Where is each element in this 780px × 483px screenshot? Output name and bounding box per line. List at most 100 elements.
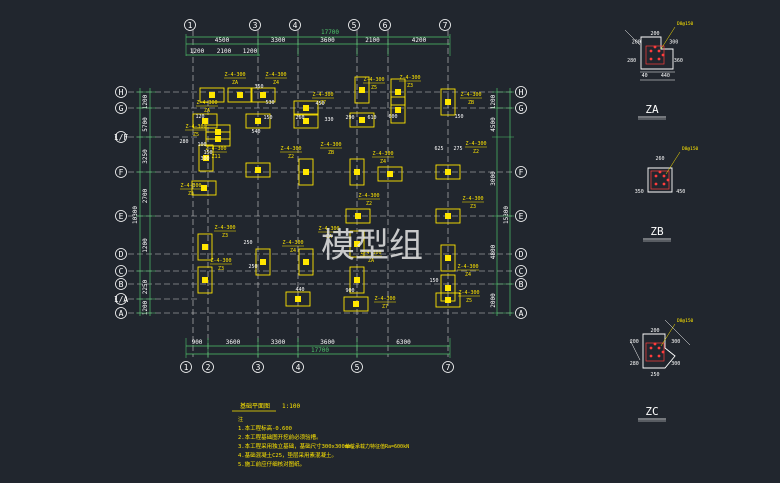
dim-top2: 1200 <box>190 48 205 55</box>
detail-leader <box>665 151 681 175</box>
callout-tag: Z2 <box>473 149 479 155</box>
callout-label: Z-4-300 <box>460 92 481 98</box>
callout-tag: Z2 <box>288 154 294 160</box>
column-marker <box>295 296 301 302</box>
axis-bubble-right: H <box>519 88 524 97</box>
dim-total-top: 17700 <box>321 29 339 36</box>
axis-bubble-left: A <box>119 309 124 318</box>
detail-dim: 300 <box>669 39 678 45</box>
column-marker <box>209 92 215 98</box>
axis-bubble-left: G <box>119 104 124 113</box>
callout-tag: Z4 <box>290 248 296 254</box>
axis-bubble-right-bubble <box>515 307 527 319</box>
column-marker <box>237 92 243 98</box>
axis-bubble-right-bubble <box>515 102 527 114</box>
callout-label: Z-4-300 <box>280 146 301 152</box>
footing-outline <box>298 248 314 276</box>
footing-dim: 600 <box>388 114 397 120</box>
detail-extension <box>629 339 641 361</box>
callout-tag: Z4 <box>380 159 386 165</box>
callout-tag: Z5 <box>371 85 377 91</box>
footing-outline <box>349 266 365 294</box>
footing-outline <box>245 162 271 178</box>
callout-tag: Z5 <box>466 298 472 304</box>
footing-dim: 250 <box>248 264 257 270</box>
axis-bubble-left-bubble <box>115 293 127 305</box>
footing-dim: 900 <box>345 288 354 294</box>
dim-right: 1200 <box>490 94 497 109</box>
callout-tag: Z11 <box>211 154 220 160</box>
callout-label: Z-4-300 <box>282 240 303 246</box>
footing-dim: 610 <box>367 115 376 121</box>
dim-left: 1200 <box>142 300 149 315</box>
axis-bubble-right: B <box>519 280 524 289</box>
column-marker <box>260 259 266 265</box>
detail-dim: 280 <box>627 58 636 64</box>
callout-tag: ZB <box>328 150 334 156</box>
axis-bubble-left: F <box>119 168 124 177</box>
axis-bubble-right: A <box>519 309 524 318</box>
footing-outline <box>435 208 461 224</box>
axis-bubble-bottom: 1 <box>184 363 189 372</box>
callout-tag: Z5 <box>188 191 194 197</box>
footing-outline <box>250 87 276 103</box>
footing-dim: 150 <box>263 115 272 121</box>
footing-dim: 260 <box>295 115 304 121</box>
callout-label: Z-4-300 <box>214 225 235 231</box>
axis-bubble-bottom-bubble <box>351 361 363 373</box>
dim-top: 2100 <box>365 37 380 44</box>
detail-dim: 200 <box>650 31 659 37</box>
detail-extension <box>664 319 691 346</box>
axis-bubble-right-bubble <box>515 265 527 277</box>
dim-bottom: 3600 <box>320 339 335 346</box>
axis-bubble-left: 1/F <box>114 133 129 142</box>
callout-tag: Z4 <box>465 272 471 278</box>
callout-label: Z-4-300 <box>457 264 478 270</box>
footing-dim: 440 <box>295 287 304 293</box>
dim-right: 4800 <box>490 244 497 259</box>
dim-left: 2700 <box>142 188 149 203</box>
callout-tag: ZA <box>204 108 210 114</box>
footing-outline <box>192 113 218 129</box>
callout-label: Z-4-300 <box>374 296 395 302</box>
rebar-dot <box>657 354 661 358</box>
column-marker <box>354 277 360 283</box>
axis-bubble-bottom-bubble <box>252 361 264 373</box>
axis-bubble-top: 7 <box>443 21 448 30</box>
dim-top: 3300 <box>271 37 286 44</box>
note-line: 5.施工前应仔细核对图纸。 <box>238 460 305 468</box>
footing-outline <box>390 96 406 124</box>
callout-label: Z-4-300 <box>180 183 201 189</box>
footing-dim: 250 <box>243 240 252 246</box>
dim-right: 3000 <box>490 171 497 186</box>
footing-dim: 330 <box>324 117 333 123</box>
detail-dim: 300 <box>671 361 680 367</box>
callout-tag: ZB <box>468 100 474 106</box>
dim-left: 1200 <box>142 238 149 253</box>
dim-left: 5700 <box>142 117 149 132</box>
rebar-dot <box>654 182 658 186</box>
callout-tag: ZA <box>232 80 238 86</box>
footing-outline <box>345 208 371 224</box>
callout-tag: ZA <box>368 258 374 264</box>
footing-dim: 530 <box>265 100 274 106</box>
footing-outline <box>435 292 461 308</box>
axis-bubble-left-bubble <box>115 248 127 260</box>
callout-label: Z-4-300 <box>312 92 333 98</box>
column-marker <box>445 297 451 303</box>
footing-dim: 280 <box>179 139 188 145</box>
column-marker <box>354 241 360 247</box>
callout-label: Z-4-300 <box>358 193 379 199</box>
note-extra: 单桩承载力特征值Ra=600kN <box>345 443 409 450</box>
dim-left-total: 10300 <box>132 206 139 224</box>
footing-outline <box>440 88 456 116</box>
detail-dim: 260 <box>655 156 664 162</box>
column-marker <box>445 255 451 261</box>
rebar-dot <box>649 346 653 350</box>
axis-bubble-right: F <box>519 168 524 177</box>
dim-right-total: 15300 <box>503 206 510 224</box>
detail-name: ZB <box>650 225 664 238</box>
axis-bubble-left-bubble <box>115 86 127 98</box>
plan-scale: 1:100 <box>282 403 300 410</box>
